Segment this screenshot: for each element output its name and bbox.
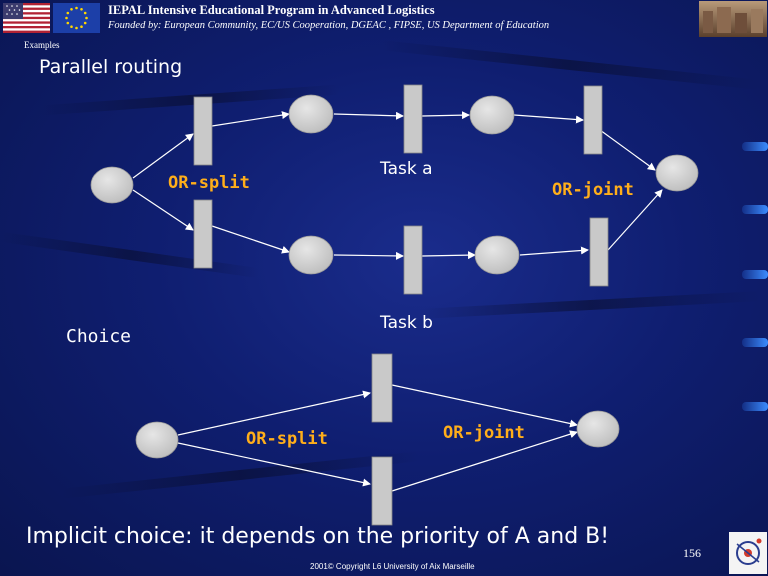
- place-upper-1: [288, 94, 334, 134]
- building-image: [699, 1, 767, 37]
- decor-dash: [742, 270, 768, 279]
- task-a-label: Task a: [380, 159, 433, 179]
- arc: [132, 189, 194, 231]
- place-upper-2: [469, 95, 515, 135]
- transition-or-split-lower: [193, 199, 213, 269]
- decor-dash: [742, 402, 768, 411]
- arc: [421, 111, 470, 120]
- header-subtitle: Founded by: European Community, EC/US Co…: [108, 20, 550, 31]
- header-title: IEPAL Intensive Educational Program in A…: [108, 3, 435, 17]
- place-start: [90, 166, 134, 204]
- task-b-label: Task b: [380, 313, 433, 333]
- transition-or-joint-upper: [583, 85, 603, 155]
- arc: [211, 111, 290, 127]
- transition-or-joint-lower: [589, 217, 609, 287]
- page-number: 156: [683, 546, 701, 560]
- transition-choice-b: [371, 456, 393, 526]
- arc: [391, 430, 578, 492]
- transition-task-b: [403, 225, 423, 295]
- choice-title: Choice: [66, 326, 132, 347]
- us-flag-icon: [3, 3, 50, 33]
- arc: [519, 246, 589, 256]
- arc: [177, 390, 371, 436]
- arcs-choice: [177, 384, 578, 492]
- place-choice-end: [576, 410, 620, 448]
- or-joint-label: OR-joint: [443, 423, 525, 443]
- arc: [513, 114, 584, 124]
- arc: [421, 251, 476, 260]
- arc: [333, 251, 404, 260]
- breadcrumb: Examples: [24, 40, 60, 50]
- decor-dash: [742, 338, 768, 347]
- arc: [599, 129, 656, 171]
- footer-statement: Implicit choice: it depends on the prior…: [26, 524, 610, 549]
- decor-dash: [742, 142, 768, 151]
- arc: [177, 442, 371, 487]
- place-end: [655, 154, 699, 192]
- or-split-label: OR-split: [168, 173, 250, 193]
- place-lower-2: [474, 235, 520, 275]
- university-logo-icon: [729, 532, 767, 574]
- arc: [132, 133, 194, 179]
- copyright-text: 2001© Copyright L6 University of Aix Mar…: [310, 562, 475, 571]
- decor-dash: [742, 205, 768, 214]
- arc: [333, 111, 404, 120]
- place-lower-1: [288, 235, 334, 275]
- transition-task-a: [403, 84, 423, 154]
- transition-choice-a: [371, 353, 393, 423]
- arc: [391, 384, 578, 428]
- arc: [607, 189, 663, 251]
- transition-or-split-upper: [193, 96, 213, 166]
- arcs-parallel: [132, 111, 663, 260]
- arc: [211, 225, 290, 254]
- or-split-label: OR-split: [246, 429, 328, 449]
- eu-flag-icon: [53, 3, 100, 33]
- parallel-routing-title: Parallel routing: [39, 56, 183, 78]
- place-choice-start: [135, 421, 179, 459]
- or-joint-label: OR-joint: [552, 180, 634, 200]
